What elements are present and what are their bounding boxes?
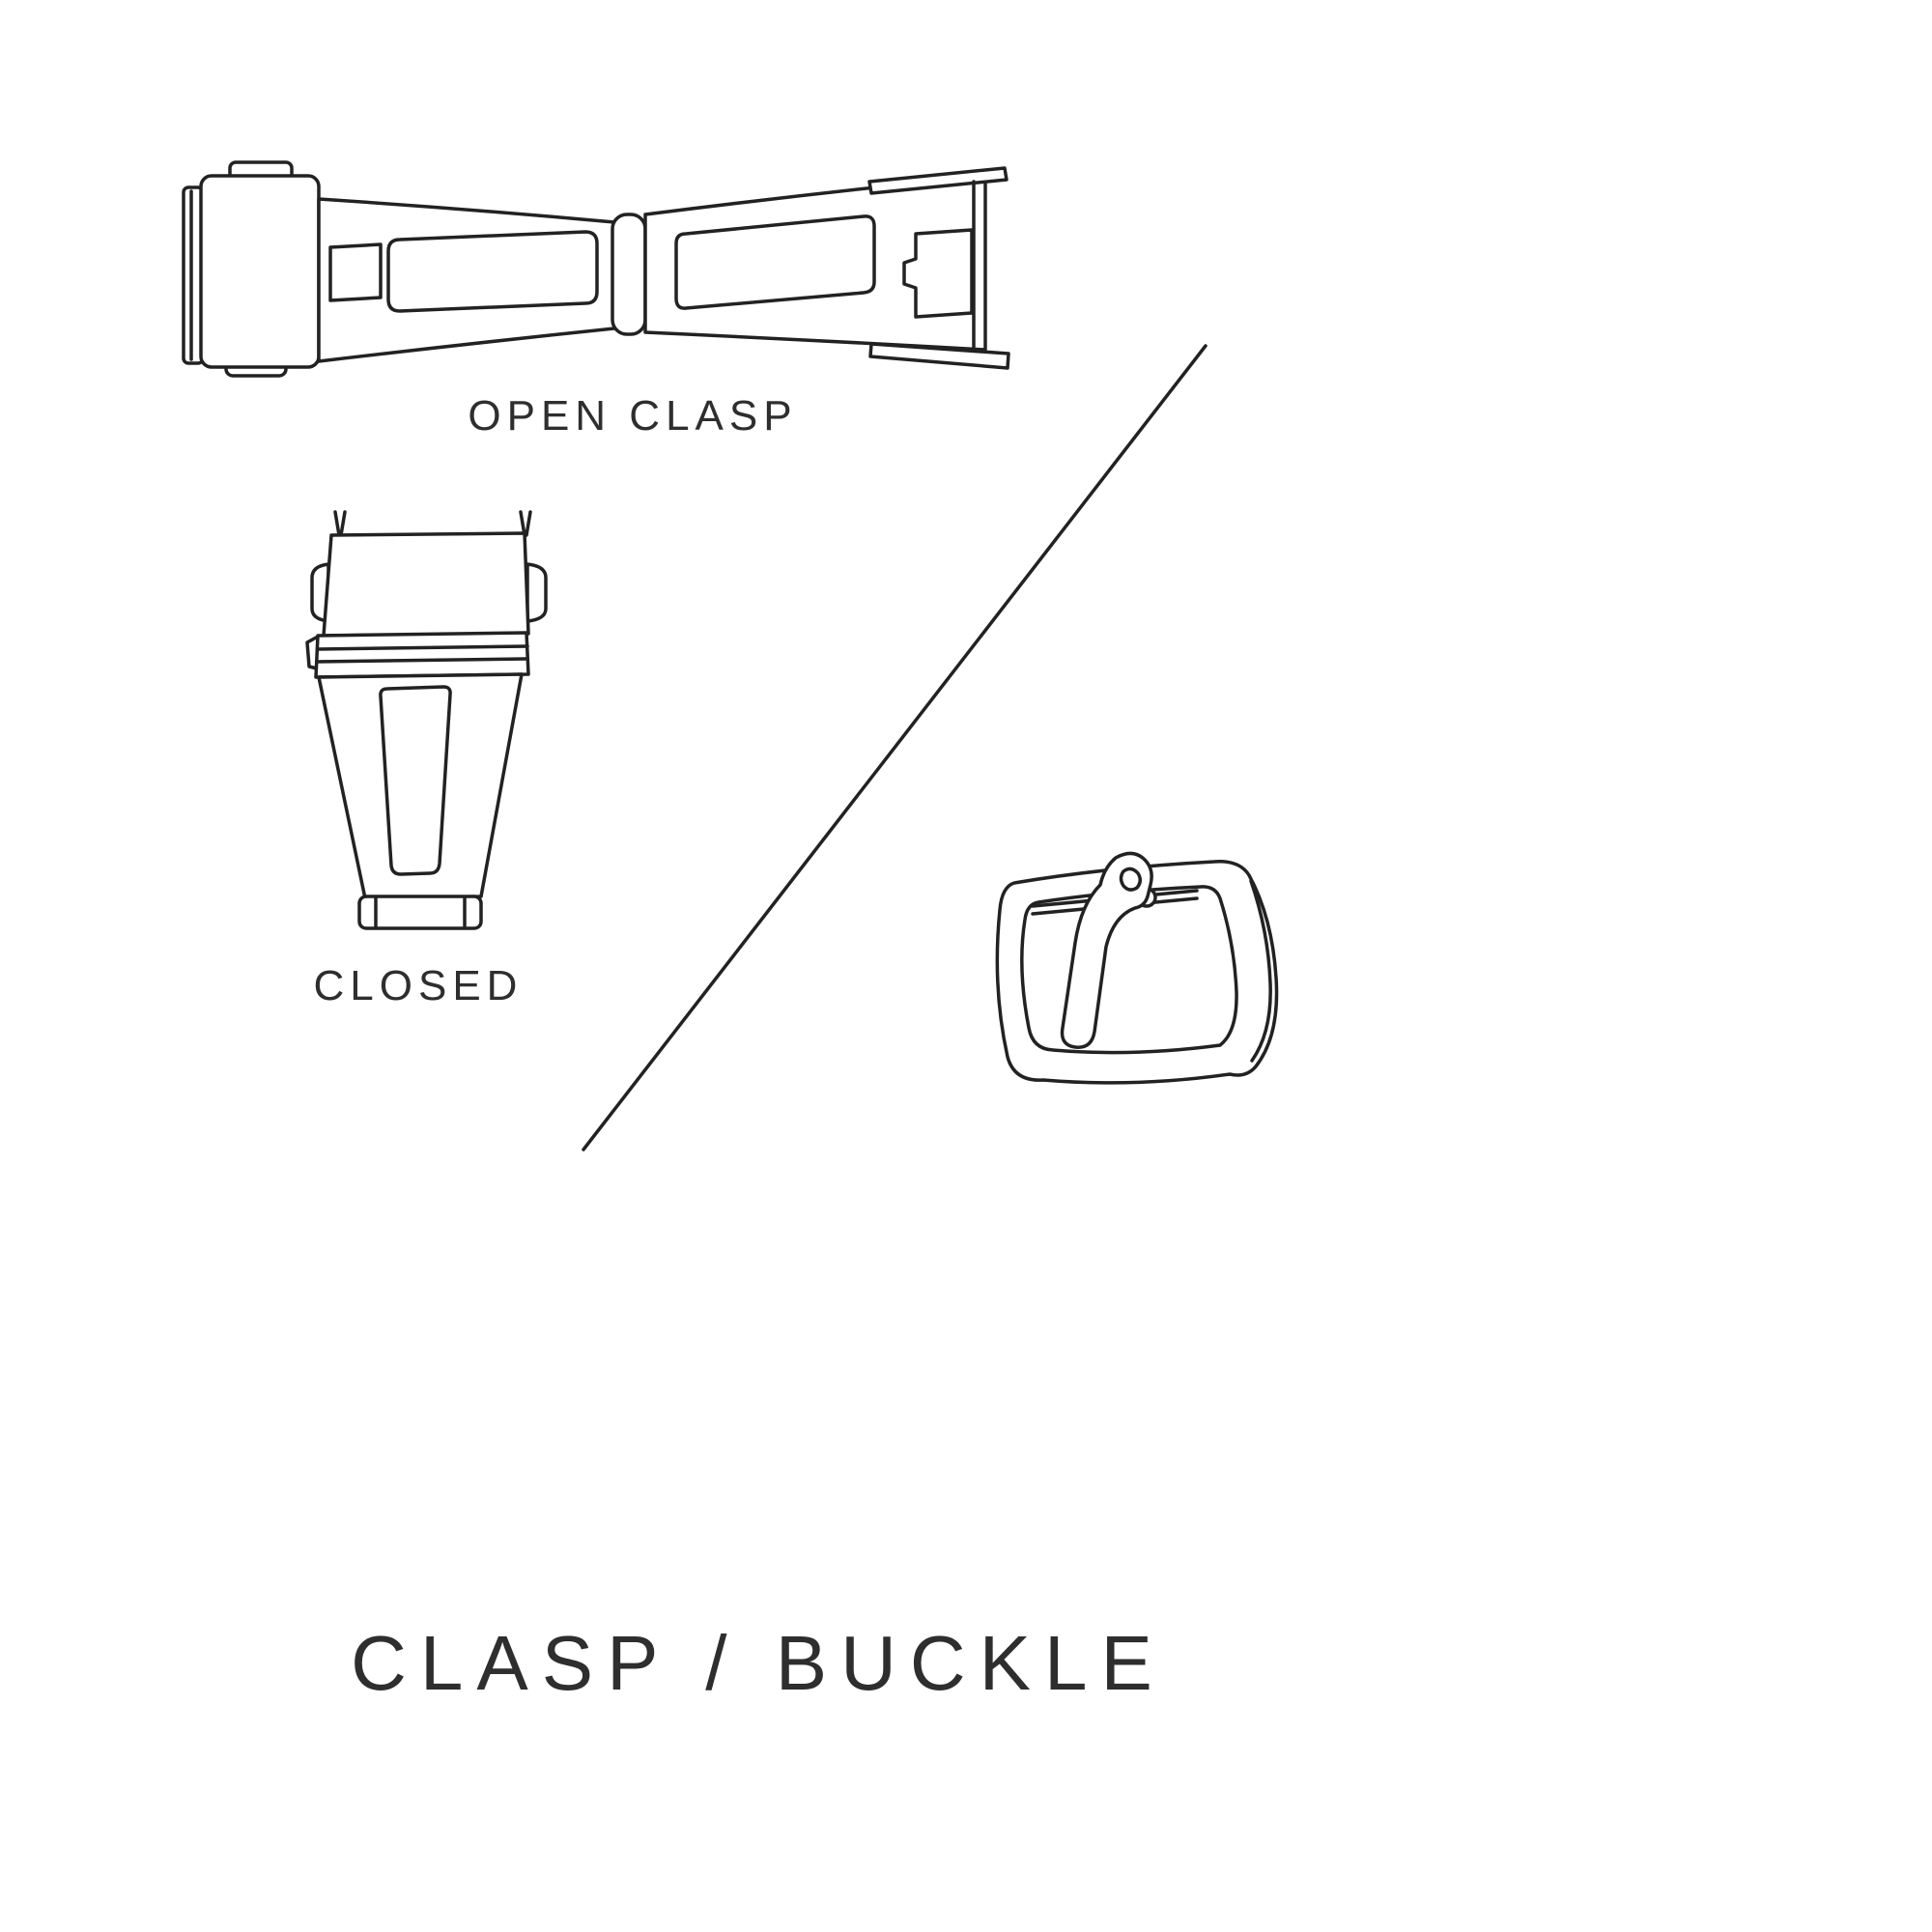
open-clasp-illustration — [182, 160, 1010, 378]
diagram-title: CLASP / BUCKLE — [351, 1620, 1166, 1706]
closed-clasp-illustration — [305, 510, 548, 930]
closed-clasp-label: CLOSED — [313, 962, 524, 1009]
diagonal-divider-line — [582, 344, 1208, 1151]
open-clasp-label: OPEN CLASP — [468, 392, 798, 440]
pin-buckle-illustration — [995, 851, 1279, 1085]
